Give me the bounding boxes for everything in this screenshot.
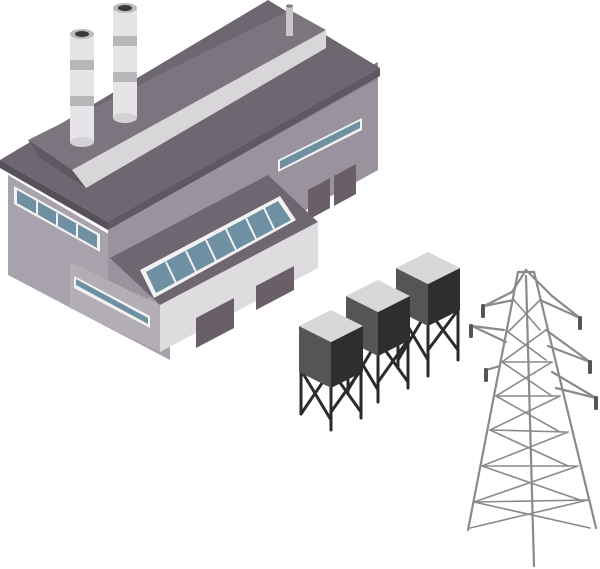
tower-crossarm-middle — [470, 324, 592, 364]
factory-roof-edge — [0, 160, 108, 230]
insulator-icon — [578, 316, 582, 330]
annex-door-2 — [256, 266, 294, 310]
tower-lattice — [469, 299, 591, 529]
tower-leg-back — [524, 274, 536, 568]
water-tank-front — [299, 310, 363, 432]
tower-leg-right — [532, 270, 598, 530]
insulator-icon — [588, 360, 592, 374]
smokestack-right — [113, 3, 137, 123]
insulator-icon — [469, 324, 473, 338]
power-transmission-tower — [466, 268, 598, 568]
insulator-icon — [594, 396, 598, 410]
roof-ridge-shadow — [28, 140, 86, 188]
annex-skylight-glass — [146, 201, 291, 293]
roof-vent-pipe — [286, 4, 293, 36]
right-wall-window-strip — [278, 118, 362, 172]
roof-ridge-top — [28, 10, 326, 170]
factory-building — [0, 0, 380, 360]
annex-left-window-strip — [74, 276, 150, 328]
roof-ridge-light — [72, 30, 326, 188]
left-wall-windows — [14, 186, 100, 252]
factory-roof-edge-right — [108, 68, 380, 230]
tower-crossarm-top — [482, 290, 582, 320]
smokestacks — [70, 3, 293, 147]
smokestack-left — [70, 29, 94, 147]
factory-door-right-1 — [308, 178, 330, 220]
water-tanks — [299, 252, 460, 432]
tower-insulators — [469, 304, 598, 410]
annex-door-1 — [196, 298, 234, 348]
factory-door-right-2 — [334, 164, 356, 206]
insulator-icon — [481, 304, 485, 318]
tower-leg-left — [466, 270, 520, 532]
tower-crossarm-lower — [484, 364, 598, 400]
tower-peak — [510, 268, 554, 298]
annex-skylight-mullions — [165, 207, 275, 284]
insulator-icon — [484, 368, 488, 382]
